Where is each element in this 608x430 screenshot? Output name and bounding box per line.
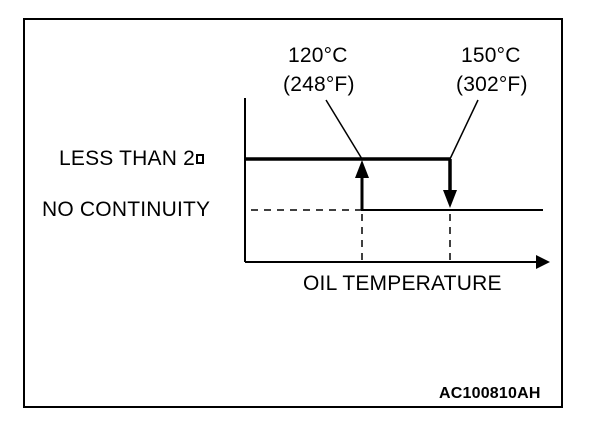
state-high-text: LESS THAN 2	[59, 147, 196, 170]
figure-code: AC100810AH	[439, 385, 541, 402]
temp-off-fahrenheit-label: (302°F)	[456, 73, 528, 96]
temp-on-fahrenheit-label: (248°F)	[283, 73, 355, 96]
ohm-icon	[196, 154, 205, 164]
down-arrow-icon	[443, 190, 457, 208]
state-high-label: LESS THAN 2	[59, 147, 205, 171]
x-axis-label: OIL TEMPERATURE	[303, 272, 502, 295]
temp-on-celsius-label: 120°C	[288, 44, 348, 67]
x-axis-arrow-icon	[536, 255, 550, 269]
state-low-label: NO CONTINUITY	[42, 198, 211, 221]
temp-off-celsius-label: 150°C	[461, 44, 521, 67]
up-arrow-icon	[355, 160, 369, 178]
temp-off-leader-line	[449, 99, 479, 160]
temp-on-leader-line	[325, 99, 363, 160]
figure-frame	[23, 18, 563, 408]
